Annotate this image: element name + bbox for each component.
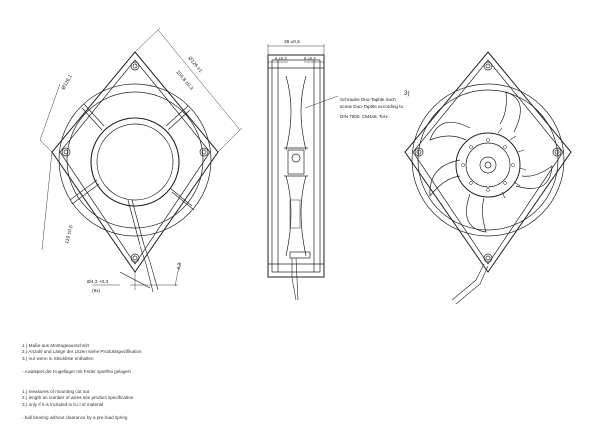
rear-view [404,51,572,305]
note-de-3: 3.) nur wenn in Stückliste enthalten [22,355,94,361]
mounting-hole-bottom [130,253,140,263]
note-en-2: 2.) length an number of wires see produc… [22,395,134,401]
note-en-bearing: - ball bearing without clearance by a pr… [22,414,128,420]
dim-depth: 38 ±0,5 [284,39,300,45]
dim-cutout-diameter: Ø126,1 [61,74,75,91]
note-en-1: 1.) measures of mounting cut out [22,389,90,395]
note-de-bearing: - Axialspiel der Kugellager mit Feder sp… [22,368,131,374]
footnote-ref: 3) [404,90,410,97]
front-view [39,27,243,293]
dim-hole: Ø4,3 +0,3 [87,279,109,285]
mounting-hole-right [199,147,209,157]
screw-note-line-2: screw Duo-Taptite according to [340,104,404,109]
dim-width: 119 ±0,5 [64,224,74,244]
mounting-hole-top [130,61,140,71]
dim-cutout-diag: Ø126 ±1 [186,55,203,74]
dim-lower-right: 4,3 [176,262,183,270]
note-de-2: 2.) Anzahl und Länge der Litzen siehe Pr… [22,349,142,355]
mounting-hole-left [61,147,71,157]
screw-note-line-1: Schraube Duo-Taptite nach [340,97,396,102]
dim-flange-right: 6 ±0,3 [304,56,316,61]
dim-flange-left: 6 ±0,3 [275,56,287,61]
dim-mounting-pitch: 104,8 ±0,3 [174,69,194,91]
dim-hole-count: (8x) [92,288,101,294]
drawing-notes: 1.) Maße aus Montageausschnitt 2.) Anzah… [22,343,382,426]
note-en-3: 3.) only if it is included in b.i.l of m… [22,401,104,407]
screw-note-line-3: DIN 7500: CM4x8, Torx [340,114,388,119]
note-de-1: 1.) Maße aus Montageausschnitt [22,343,89,348]
side-view [267,44,339,301]
notes-german: 1.) Maße aus Montageausschnitt 2.) Anzah… [22,343,382,375]
notes-english: 1.) measures of mounting cut out 2.) len… [22,389,382,421]
